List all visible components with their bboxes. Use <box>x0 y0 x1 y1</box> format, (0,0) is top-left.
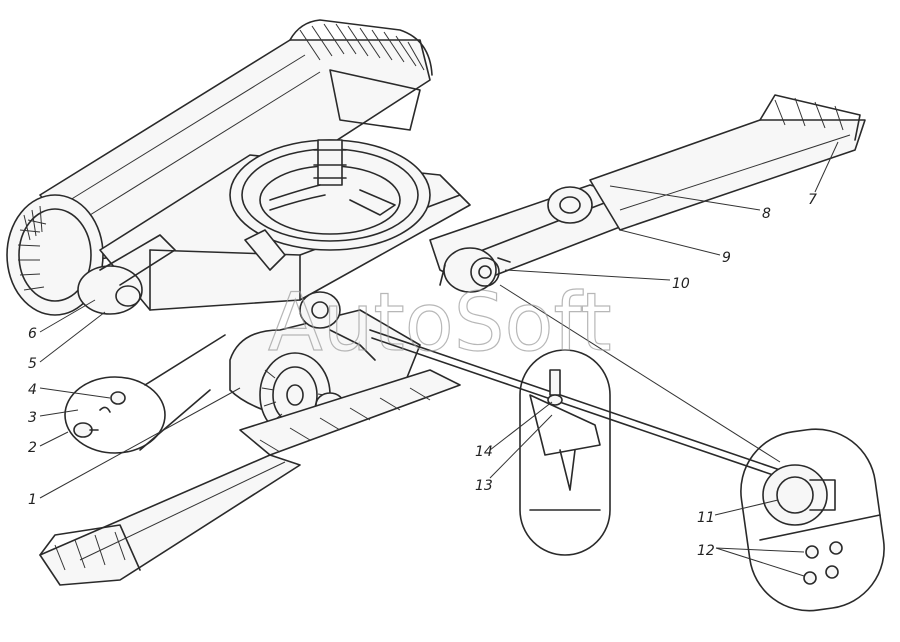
callout-8: 8 <box>762 206 771 222</box>
callout-10: 10 <box>672 276 690 292</box>
callout-6: 6 <box>28 326 37 342</box>
watermark-text: AutoSoft <box>268 276 612 369</box>
detail-oval-bracket <box>519 349 611 556</box>
callout-2: 2 <box>28 440 37 456</box>
callout-labels: 1 2 3 4 5 6 7 8 9 10 11 12 13 14 <box>28 192 817 559</box>
callout-12: 12 <box>697 543 715 559</box>
slewing-ring <box>229 139 431 271</box>
front-track-belt <box>39 369 461 586</box>
callout-3: 3 <box>28 410 37 426</box>
callout-4: 4 <box>28 382 37 398</box>
callout-5: 5 <box>28 356 37 372</box>
callout-13: 13 <box>475 478 493 494</box>
detail-circle-bolts <box>64 334 226 454</box>
leader-lines <box>39 141 839 577</box>
rear-crawler-track <box>39 19 433 261</box>
callout-11: 11 <box>697 510 715 526</box>
guide-rod <box>369 284 783 479</box>
callout-1: 1 <box>28 492 37 508</box>
callout-7: 7 <box>808 192 817 208</box>
right-track-belt <box>589 94 866 231</box>
callout-14: 14 <box>475 444 493 460</box>
detail-oval-roller <box>740 428 885 612</box>
track-roller <box>439 247 511 293</box>
callout-9: 9 <box>722 250 731 266</box>
